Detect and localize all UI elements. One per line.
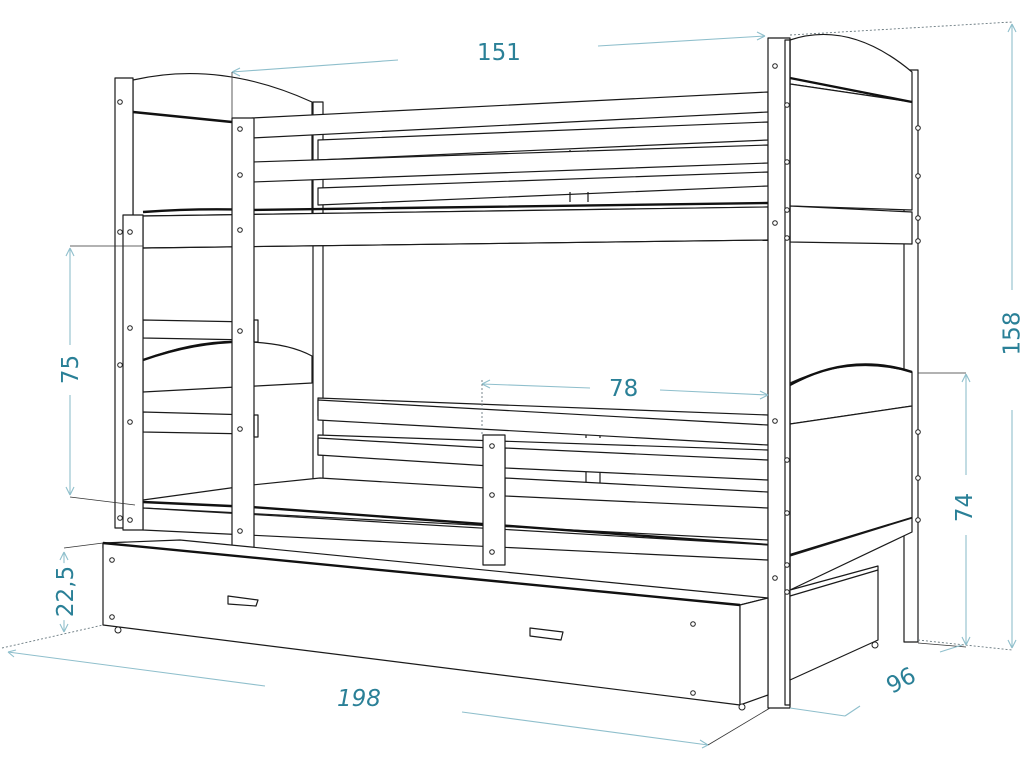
drawer-handle-left — [227, 595, 259, 607]
dimension-label-158: 158 — [999, 308, 1024, 359]
lower-bunk — [142, 319, 913, 591]
dimension-label-78: 78 — [606, 378, 642, 401]
dimension-label-74: 74 — [952, 489, 978, 526]
trundle-drawer — [102, 539, 879, 711]
dimension-label-198: 198 — [334, 688, 384, 711]
dimension-label-151: 151 — [474, 42, 524, 65]
dimension-label-22-5: 22,5 — [53, 562, 79, 621]
upper-bunk — [142, 33, 913, 249]
bolts — [109, 63, 921, 696]
lower-guard-rail — [317, 399, 769, 566]
dimension-label-75: 75 — [58, 351, 84, 388]
dimension-lines — [1, 21, 1017, 749]
drawer-handle-right — [529, 627, 564, 641]
front-left-ladder-post — [122, 117, 259, 549]
front-right-post — [767, 37, 791, 709]
